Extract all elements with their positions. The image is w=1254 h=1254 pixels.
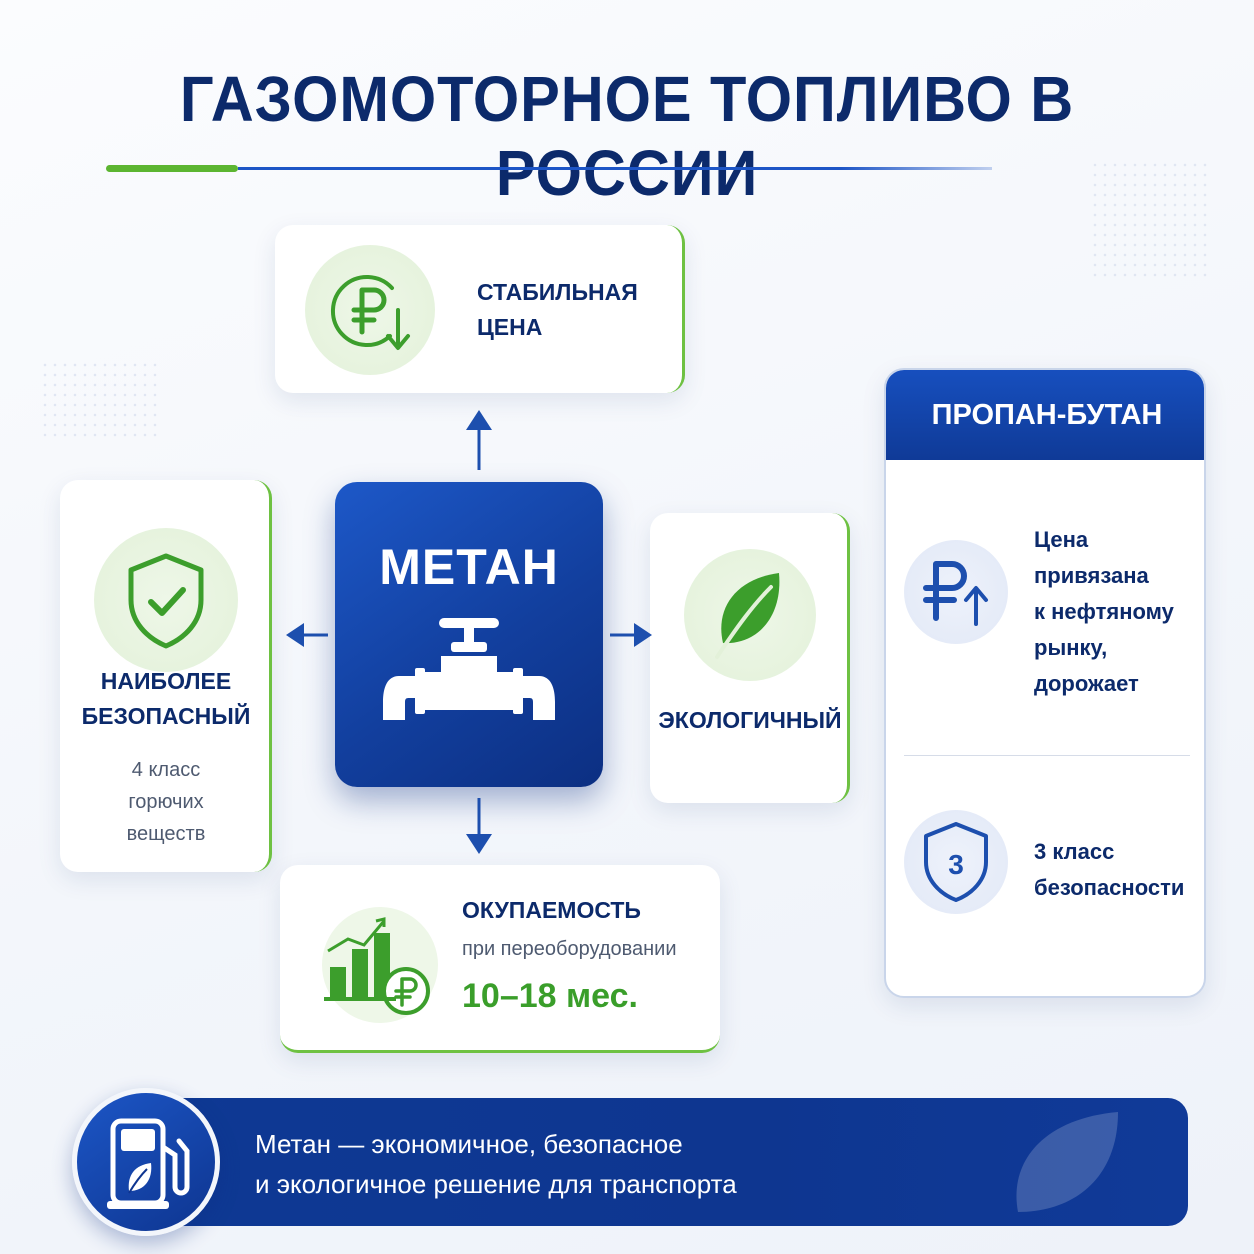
footer-line: и экологичное решение для транспорта bbox=[255, 1169, 737, 1199]
card-subtext: при переоборудовании bbox=[462, 938, 677, 960]
card-label: ОКУПАЕМОСТЬ bbox=[462, 897, 641, 923]
shield-number-icon: 3 bbox=[904, 810, 1008, 914]
title-underline-blue bbox=[238, 167, 992, 170]
sub-line: 4 класс bbox=[131, 759, 201, 781]
card-label: ЭКОЛОГИЧНЫЙ bbox=[658, 707, 842, 733]
label-line: ЦЕНА bbox=[477, 314, 543, 340]
decor-leaf-icon bbox=[1016, 1112, 1118, 1212]
ruble-up-icon bbox=[904, 540, 1008, 644]
text-line: к нефтяному bbox=[1034, 599, 1174, 624]
footer-text: Метан — экономичное, безопасное и эколог… bbox=[255, 1124, 737, 1204]
label-line: БЕЗОПАСНЫЙ bbox=[81, 703, 251, 729]
label-line: СТАБИЛЬНАЯ bbox=[477, 279, 638, 305]
arrow-left-icon bbox=[286, 623, 328, 647]
sub-line: веществ bbox=[126, 823, 206, 845]
gas-station-leaf-icon bbox=[72, 1088, 220, 1236]
valve-pipe-icon bbox=[383, 618, 555, 720]
propane-price-text: Цена привязана к нефтяному рынку, дорожа… bbox=[1034, 522, 1174, 702]
leaf-icon bbox=[684, 549, 816, 681]
label-line: НАИБОЛЕЕ bbox=[100, 668, 232, 694]
decor-dots bbox=[1090, 160, 1210, 280]
propane-safety-text: 3 класс безопасности bbox=[1034, 834, 1184, 906]
text-line: рынку, bbox=[1034, 635, 1108, 660]
arrow-up-icon bbox=[466, 410, 492, 470]
propane-header: ПРОПАН-БУТАН bbox=[886, 370, 1204, 460]
divider bbox=[904, 755, 1190, 756]
card-safest: НАИБОЛЕЕ БЕЗОПАСНЫЙ 4 класс горючих веще… bbox=[60, 480, 272, 872]
page-title: ГАЗОМОТОРНОЕ ТОПЛИВО В РОССИИ bbox=[179, 63, 1075, 209]
decor-dots bbox=[40, 360, 160, 440]
shield-number: 3 bbox=[948, 849, 964, 880]
methane-block: МЕТАН bbox=[335, 482, 603, 787]
propane-panel: ПРОПАН-БУТАН Цена привязана к нефтяному … bbox=[884, 368, 1206, 998]
card-stable-price: СТАБИЛЬНАЯ ЦЕНА bbox=[275, 225, 685, 393]
card-eco: ЭКОЛОГИЧНЫЙ bbox=[650, 513, 850, 803]
arrow-right-icon bbox=[610, 623, 652, 647]
footer-line: Метан — экономичное, безопасное bbox=[255, 1129, 683, 1159]
text-line: безопасности bbox=[1034, 875, 1185, 900]
shield-check-icon bbox=[94, 528, 238, 672]
card-label: НАИБОЛЕЕ БЕЗОПАСНЫЙ bbox=[60, 664, 272, 734]
sub-line: горючих bbox=[128, 791, 204, 813]
text-line: Цена bbox=[1034, 527, 1089, 552]
text-line: дорожает bbox=[1034, 671, 1139, 696]
title-underline-green bbox=[106, 165, 238, 172]
card-label: СТАБИЛЬНАЯ ЦЕНА bbox=[477, 275, 638, 345]
text-line: привязана bbox=[1034, 563, 1149, 588]
card-subtext: 4 класс горючих веществ bbox=[60, 754, 272, 850]
arrow-down-icon bbox=[466, 798, 492, 854]
growth-chart-ruble-icon bbox=[322, 907, 438, 1023]
card-payback: ОКУПАЕМОСТЬ при переоборудовании 10–18 м… bbox=[280, 865, 720, 1053]
footer-banner: Метан — экономичное, безопасное и эколог… bbox=[120, 1098, 1188, 1226]
methane-title: МЕТАН bbox=[379, 539, 559, 595]
ruble-down-icon bbox=[305, 245, 435, 375]
text-line: 3 класс bbox=[1034, 839, 1115, 864]
payback-value: 10–18 мес. bbox=[462, 977, 638, 1015]
